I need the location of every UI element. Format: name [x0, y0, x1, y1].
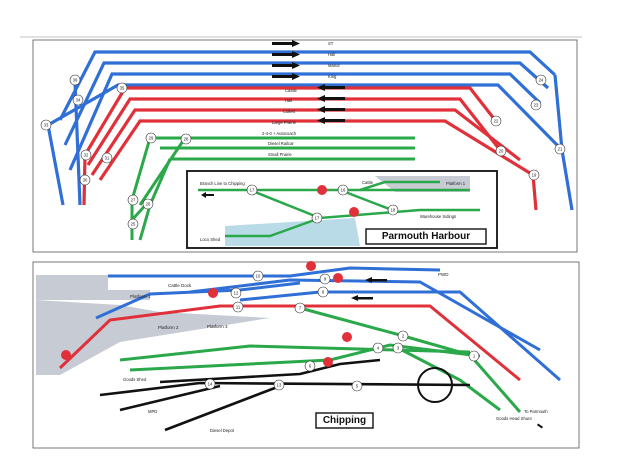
node-36: 36: [73, 78, 78, 83]
chipping-diagram: 10 9 11 12 8 7 6 5 4 3 2 1 14 13 Cattle …: [32, 261, 580, 449]
node-20: 20: [499, 149, 504, 154]
track-label-diesel-railcar: Diesel Railcar: [268, 141, 294, 146]
track-label-small-prairie: Small Prairie: [268, 152, 292, 157]
node-11: 11: [236, 305, 241, 310]
platform-3-label: Platform 3: [207, 324, 228, 329]
node-33: 33: [44, 123, 49, 128]
green-track: [138, 137, 187, 206]
red-track: [58, 304, 521, 382]
green-track: [129, 343, 481, 372]
node-23: 23: [534, 103, 539, 108]
black-track: [159, 358, 381, 384]
blue-track: [189, 278, 541, 352]
goods-shed-label: Goods Shed: [123, 377, 147, 382]
node-10: 10: [256, 274, 261, 279]
parmouth-harbour-diagram: ST Hall Manor King Castle Hall Collett L…: [20, 36, 582, 253]
node-1: 1: [473, 354, 476, 359]
black-track: [164, 384, 281, 432]
warehouse-sidings-label: Warehouse Sidings: [420, 214, 456, 219]
node-32: 32: [84, 153, 89, 158]
black-track: [99, 381, 471, 397]
direction-arrows: [272, 40, 345, 124]
node-17: 17: [315, 216, 320, 221]
goods-head-shunt-label: Goods Head Shunt: [496, 416, 532, 421]
blue-track: [46, 124, 65, 206]
loco-shed-label: Loco Shed: [200, 237, 221, 242]
top-frame: [32, 39, 578, 253]
bottom-nodes: 10 9 11 12 8 7 6 5 4 3 2 1 14 13: [204, 270, 480, 392]
green-track: [397, 346, 501, 412]
track-label-manor: Manor: [328, 63, 340, 68]
bottom-frame: [32, 261, 580, 449]
node-4: 4: [377, 346, 380, 351]
turntable: [417, 367, 453, 403]
blue-track: [95, 281, 301, 320]
black-track: [119, 384, 221, 412]
node-9: 9: [324, 277, 327, 282]
harbour-inset: 17 16 17 18 Branch Line to Chipping Catt…: [186, 170, 498, 249]
node-35: 35: [120, 86, 125, 91]
node-6: 6: [309, 364, 312, 369]
node-26: 26: [146, 202, 151, 207]
mpd-label: MPD: [148, 409, 157, 414]
node-22: 22: [494, 119, 499, 124]
cattle-label: Cattle: [362, 180, 374, 185]
node-25: 25: [131, 222, 136, 227]
track-label-hall: Hall: [328, 52, 335, 57]
node-21: 21: [558, 147, 563, 152]
node-30: 30: [83, 178, 88, 183]
node-16: 16: [341, 188, 346, 193]
chipping-title: Chipping: [323, 415, 366, 426]
node-24: 24: [539, 78, 544, 83]
to-parmouth-label: To Parmouth: [524, 409, 548, 414]
node-19: 19: [532, 173, 537, 178]
red-track: [90, 108, 521, 176]
blue-track: [47, 83, 564, 152]
node-7: 7: [299, 306, 302, 311]
red-track: [98, 119, 538, 211]
blue-track: [108, 266, 441, 278]
red-track: [86, 97, 502, 166]
blue-track: [239, 290, 561, 382]
node-14: 14: [208, 382, 213, 387]
track-label-large-prairie: Large Prairie: [272, 120, 297, 125]
green-track: [299, 306, 522, 413]
parmouth-harbour-title: Parmouth Harbour: [382, 231, 470, 242]
track-label-hall-2: Hall: [285, 98, 292, 103]
node-12: 12: [234, 291, 239, 296]
track-label-castle: Castle: [285, 88, 298, 93]
track-label-king: King: [328, 74, 337, 79]
platform-1-label: Platform 1: [446, 181, 466, 186]
node-16a: 17: [250, 188, 255, 193]
top-nodes: 36 34 35 33 32 31 30 29 28 27 26 25 24 2…: [40, 74, 566, 230]
platform-2-3-area: [36, 300, 270, 375]
platform-2-label: Platform 2: [158, 325, 179, 330]
blue-track: [553, 74, 574, 211]
platform-1-area: [36, 275, 150, 300]
node-13: 13: [277, 383, 282, 388]
track-label-st: ST: [328, 41, 334, 46]
blue-track: [68, 72, 542, 171]
pwd-label: PWD: [438, 272, 449, 277]
blue-track: [58, 50, 557, 121]
platform-1-label: Platform 1: [130, 294, 151, 299]
cattle-dock-label: Cattle Dock: [168, 283, 192, 288]
diesel-depot-label: Diesel Depot: [210, 428, 235, 433]
branch-line-label: Branch Line to Chipping: [200, 181, 245, 186]
node-18: 18: [391, 208, 396, 213]
node-5: 5: [356, 384, 359, 389]
node-3: 3: [397, 346, 400, 351]
track-label-autocoach: 2-4-0 + Autocoach: [262, 131, 297, 136]
red-track: [83, 86, 497, 156]
node-28: 28: [184, 137, 189, 142]
direction-arrows: [351, 277, 544, 429]
node-8: 8: [322, 290, 325, 295]
node-27: 27: [131, 198, 136, 203]
node-34: 34: [76, 98, 81, 103]
node-2: 2: [402, 334, 405, 339]
node-29: 29: [149, 136, 154, 141]
track-label-collett: Collett: [283, 109, 296, 114]
node-31: 31: [105, 156, 110, 161]
